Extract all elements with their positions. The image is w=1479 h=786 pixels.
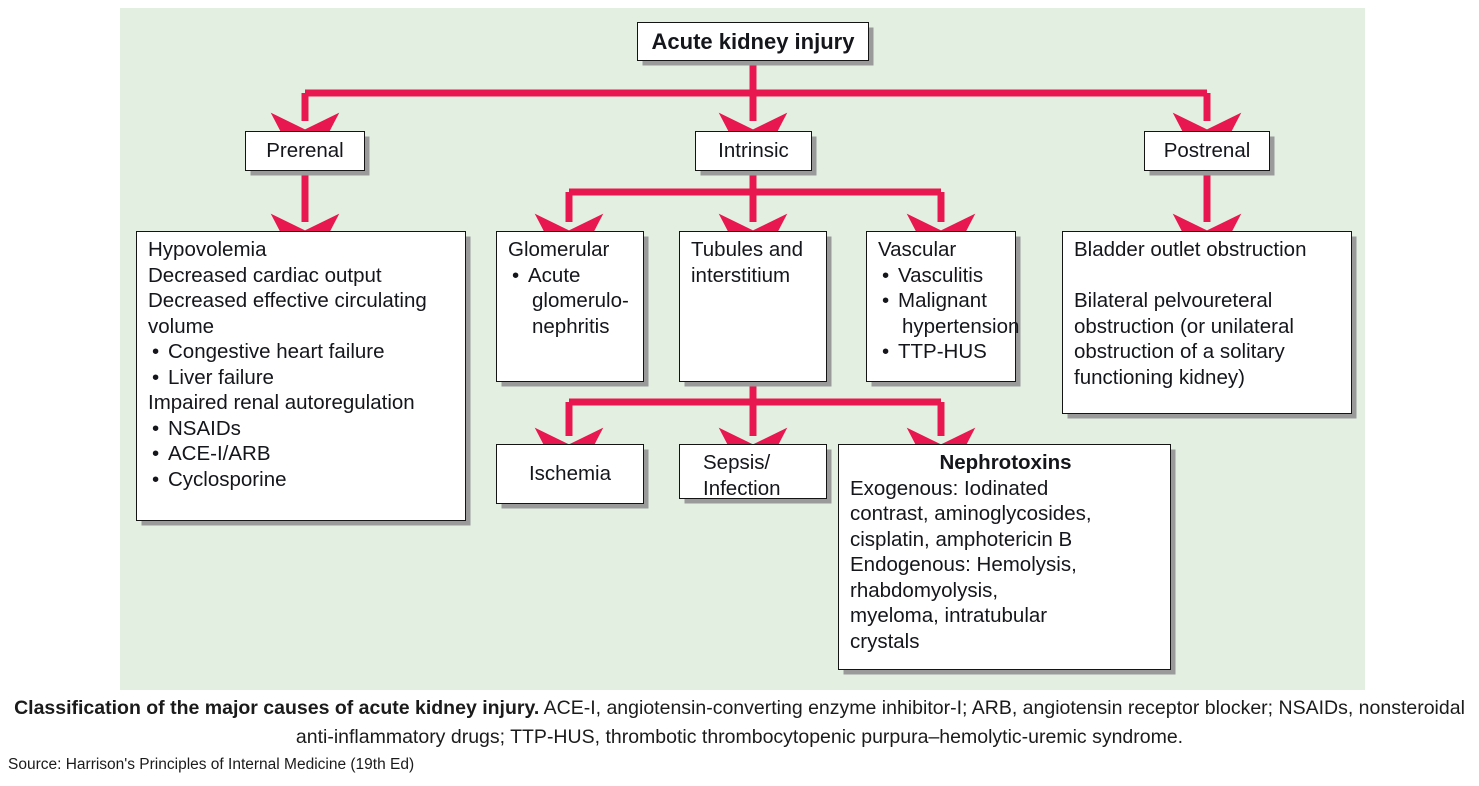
prerenal-bullets-drugs: NSAIDs ACE-I/ARB Cyclosporine [148, 416, 456, 493]
vascular-title: Vascular [878, 238, 957, 261]
postrenal-line: Bilateral pelvoureteral [1074, 289, 1273, 312]
glomerular-cont: glomerulo- [532, 289, 629, 312]
node-vascular[interactable]: Vascular Vasculitis Malignant hypertensi… [866, 231, 1020, 382]
postrenal-line: obstruction (or unilateral [1074, 314, 1294, 338]
node-nephrotoxins[interactable]: Nephrotoxins Exogenous: Iodinated contra… [838, 444, 1171, 670]
node-postrenal[interactable]: Postrenal [1144, 131, 1270, 171]
list-item: Cyclosporine [148, 467, 456, 493]
node-label: Ischemia [528, 462, 612, 486]
nephrotoxins-line: cisplatin, amphotericin B [850, 527, 1073, 551]
list-item: Congestive heart failure [148, 339, 456, 365]
node-prerenal-causes[interactable]: Hypovolemia Decreased cardiac output Dec… [136, 231, 466, 521]
list-item: Liver failure [148, 365, 456, 391]
nephrotoxins-line: crystals [850, 629, 920, 653]
node-intrinsic[interactable]: Intrinsic [695, 131, 812, 171]
node-label: Prerenal [266, 139, 344, 163]
nephrotoxins-line: Endogenous: Hemolysis, [850, 553, 1077, 576]
postrenal-line-first: Bladder outlet obstruction [1074, 238, 1307, 261]
glomerular-title: Glomerular [508, 238, 610, 261]
node-label: Postrenal [1163, 139, 1251, 163]
vascular-bullets-2: TTP-HUS [878, 339, 1006, 365]
node-prerenal[interactable]: Prerenal [245, 131, 365, 171]
node-label: Intrinsic [718, 139, 789, 163]
glomerular-bullets: Acute [508, 263, 634, 289]
caption-rest: ACE-I, angiotensin-converting enzyme inh… [295, 697, 1465, 748]
sepsis-line2: Infection [703, 476, 781, 500]
nephrotoxins-line: Exogenous: Iodinated [850, 476, 1049, 500]
nephrotoxins-line: rhabdomyolysis, [850, 578, 999, 602]
node-glomerular[interactable]: Glomerular Acute glomerulo- nephritis [496, 231, 644, 382]
tubules-title-line2: interstitium [691, 263, 791, 287]
node-ischemia[interactable]: Ischemia [496, 444, 644, 504]
postrenal-spacer [1074, 263, 1342, 289]
glomerular-cont: nephritis [532, 314, 610, 338]
node-tubules-interstitium[interactable]: Tubules and interstitium [679, 231, 827, 382]
vascular-cont: hypertension [902, 314, 1020, 338]
list-item: Malignant [878, 288, 1006, 314]
figure-caption: Classification of the major causes of ac… [0, 694, 1479, 752]
list-item: Acute [508, 263, 634, 289]
nephrotoxins-line: myeloma, intratubular [850, 604, 1048, 627]
prerenal-line: Decreased cardiac output [148, 263, 382, 287]
node-label: Acute kidney injury [651, 28, 855, 54]
nephrotoxins-title: Nephrotoxins [939, 451, 1072, 474]
caption-bold: Classification of the major causes of ac… [14, 697, 540, 719]
figure-source: Source: Harrison's Principles of Interna… [8, 756, 415, 773]
prerenal-line: Decreased effective circulating [148, 289, 427, 312]
nephrotoxins-line: contrast, aminoglycosides, [850, 502, 1092, 525]
node-sepsis-infection[interactable]: Sepsis/ Infection [679, 444, 827, 500]
sepsis-line1: Sepsis/ [703, 451, 771, 474]
postrenal-line: functioning kidney) [1074, 365, 1245, 389]
prerenal-line: Hypovolemia [148, 238, 267, 261]
prerenal-bullets-volume: Congestive heart failure Liver failure [148, 339, 456, 390]
list-item: TTP-HUS [878, 339, 1006, 365]
node-postrenal-causes[interactable]: Bladder outlet obstruction Bilateral pel… [1062, 231, 1352, 414]
prerenal-line: volume [148, 314, 215, 338]
node-acute-kidney-injury[interactable]: Acute kidney injury [637, 22, 869, 61]
list-item: ACE-I/ARB [148, 441, 456, 467]
vascular-bullets: Vasculitis Malignant [878, 263, 1006, 314]
list-item: Vasculitis [878, 263, 1006, 289]
prerenal-line-autoregulation: Impaired renal autoregulation [148, 391, 415, 414]
tubules-title-line1: Tubules and [691, 238, 804, 261]
postrenal-line: obstruction of a solitary [1074, 340, 1285, 363]
list-item: NSAIDs [148, 416, 456, 442]
